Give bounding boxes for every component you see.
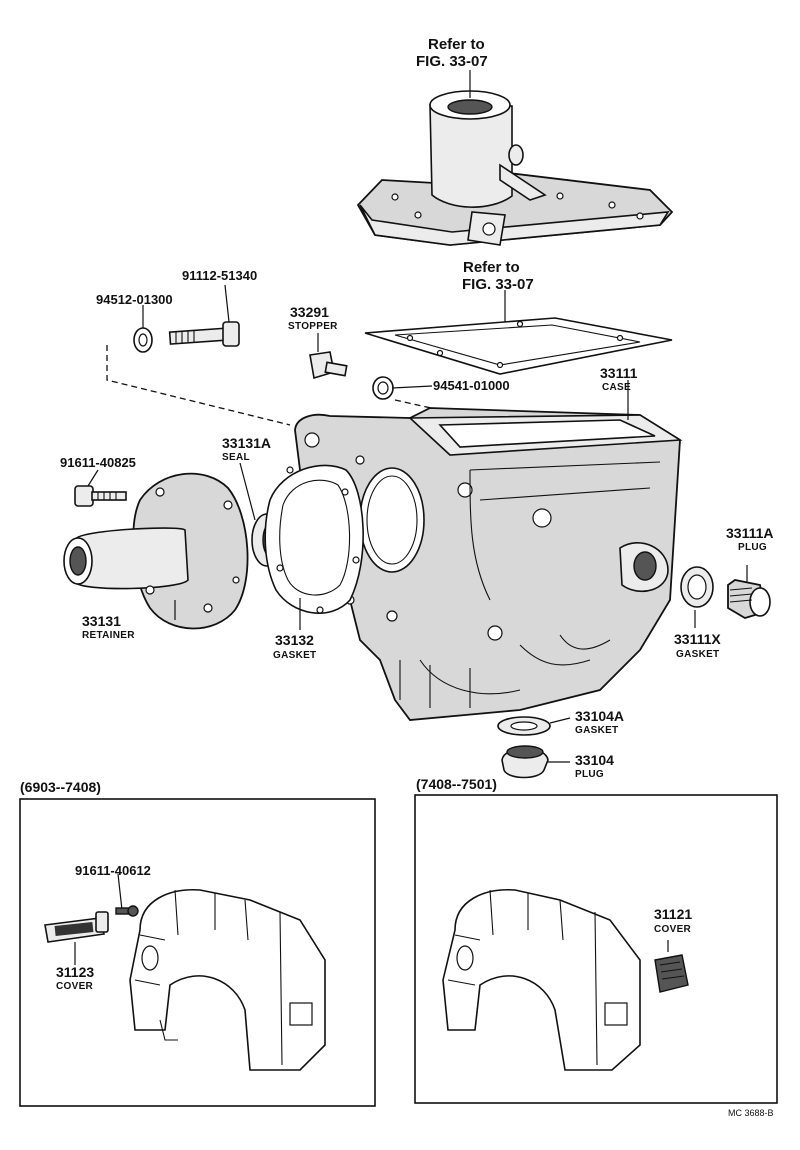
stopper-drawing [309,351,348,380]
figure-code: MC 3688-B [728,1108,774,1118]
shift-housing-drawing [356,90,674,246]
bolt-91112-drawing [168,321,240,347]
retainer-drawing [63,472,249,630]
part-number-33131a: 33131A [222,435,272,451]
ref-mid-line2: FIG. 33-07 [462,276,534,293]
part-name-plug: PLUG [738,542,767,553]
bellhousing-right-drawing [442,889,641,1071]
part-number-91611-40825: 91611-40825 [60,455,136,470]
part-name-seal: SEAL [222,452,250,463]
part-number-33104: 33104 [575,752,614,768]
ref-top-line1: Refer to [428,36,485,53]
gasket-33104a-drawing [497,716,551,736]
part-number-31121: 31121 [654,906,693,922]
range-label-left: (6903--7408) [20,779,101,795]
variant-box-right [414,794,778,1104]
washer-94512-drawing [133,327,153,353]
part-number-91611-40612: 91611-40612 [75,863,151,878]
housing-gasket-drawing [364,317,673,375]
part-number-33104a: 33104A [575,708,625,724]
part-name-stopper: STOPPER [288,321,338,332]
part-name-plug-33104: PLUG [575,769,604,780]
plug-33104-drawing [501,745,549,779]
part-name-case: CASE [602,382,631,393]
part-name-gasket-33132: GASKET [273,650,317,661]
part-name-cover-31121: COVER [654,924,692,935]
case-drawing [294,407,683,721]
part-number-33291: 33291 [290,304,329,320]
part-number-94541-01000: 94541-01000 [433,378,510,393]
front-gasket-drawing [264,464,364,614]
washer-94541-drawing [372,376,394,400]
part-name-gasket-33104a: GASKET [575,725,619,736]
screw-91611-40612-drawing [115,905,139,917]
part-name-gasket-33111x: GASKET [676,649,720,660]
variant-box-left [19,798,376,1107]
part-number-33132: 33132 [275,632,314,648]
part-number-33131: 33131 [82,613,121,629]
cover-31121-drawing [654,954,689,993]
ref-mid-line1: Refer to [463,259,520,276]
bolt-91611-40825-drawing [74,485,127,507]
cover-31123-drawing [44,911,109,943]
range-label-right: (7408--7501) [416,776,497,792]
part-number-33111x: 33111X [674,631,721,647]
part-number-33111a: 33111A [726,525,774,541]
gasket-33111x-drawing [680,566,714,608]
part-name-cover-31123: COVER [56,981,94,992]
part-number-91112-51340: 91112-51340 [182,268,258,283]
part-name-retainer: RETAINER [82,630,135,641]
bellhousing-left-drawing [129,889,326,1071]
part-number-31123: 31123 [56,964,95,980]
ref-top-line2: FIG. 33-07 [416,53,488,70]
part-number-33111: 33111 [600,365,638,381]
plug-33111a-drawing [727,579,771,619]
part-number-94512-01300: 94512-01300 [96,292,173,307]
